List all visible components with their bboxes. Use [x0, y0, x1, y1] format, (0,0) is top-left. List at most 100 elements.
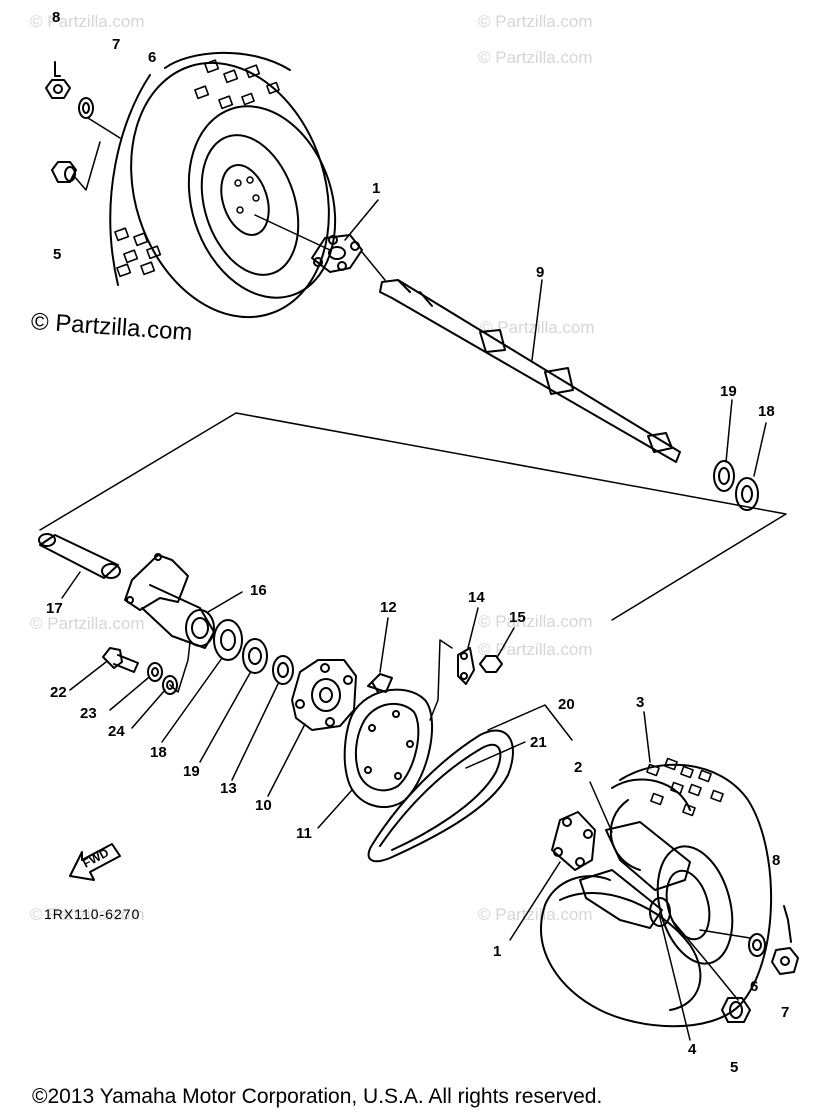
callout-8: 8 — [772, 852, 781, 869]
callout-19: 19 — [720, 383, 737, 400]
callout-18: 18 — [758, 403, 775, 420]
leader-line — [509, 861, 561, 941]
leader-line — [429, 639, 453, 721]
rear-axle-9 — [379, 279, 681, 463]
leader-line — [643, 711, 651, 763]
lug-nut-5-top — [51, 161, 77, 183]
callout-1: 1 — [372, 180, 381, 197]
watermark: © Partzilla.com — [480, 318, 595, 337]
callout-3: 3 — [636, 694, 645, 711]
axle-housing-16 — [124, 553, 215, 649]
washer-23 — [147, 662, 163, 682]
leader-line — [487, 704, 573, 741]
callout-8: 8 — [52, 9, 61, 26]
left-wheel-tire — [109, 51, 337, 319]
lug-nut-5-bottom — [721, 997, 751, 1023]
leader-line — [379, 617, 389, 673]
callout-11: 11 — [296, 825, 312, 842]
sprocket-hub-10 — [291, 659, 357, 731]
watermark: © Partzilla.com — [30, 12, 145, 31]
leader-line — [725, 399, 733, 463]
callout-14: 14 — [468, 589, 485, 606]
callout-10: 10 — [255, 797, 272, 814]
watermark: © Partzilla.com — [478, 12, 593, 31]
wheel-hub-1-top — [311, 234, 363, 273]
leader-line — [69, 641, 191, 729]
drive-chain-20 — [367, 729, 514, 863]
callout-15: 15 — [509, 609, 526, 626]
spacer-tube-17 — [38, 533, 121, 579]
watermark: © Partzilla.com — [478, 640, 593, 659]
callout-24: 24 — [108, 723, 125, 740]
leader-line — [317, 789, 353, 829]
oil-seal-19-mid — [242, 638, 268, 674]
leader-line — [267, 723, 306, 797]
group-bracket — [39, 412, 787, 621]
callout-21: 21 — [530, 734, 547, 751]
copyright-notice: ©2013 Yamaha Motor Corporation, U.S.A. A… — [32, 1085, 603, 1108]
oil-seal-19-top — [713, 460, 735, 492]
leader-line — [589, 781, 613, 833]
leader-line — [61, 571, 81, 599]
callout-17: 17 — [46, 600, 63, 617]
leader-line — [199, 672, 251, 763]
hub-nut-8-top — [54, 61, 61, 77]
callout-22: 22 — [50, 684, 67, 701]
bearing-18-top — [735, 477, 759, 511]
leader-line — [231, 683, 279, 781]
callout-5: 5 — [53, 246, 62, 263]
leader-line — [254, 199, 386, 281]
watermark: © Partzilla.com — [30, 905, 145, 924]
callout-6: 6 — [148, 49, 157, 66]
wheel-hub-1-bottom — [551, 811, 596, 871]
bolt-22 — [102, 647, 139, 673]
leader-line — [161, 657, 223, 743]
bolt-12 — [367, 673, 393, 693]
callout-7: 7 — [781, 1004, 790, 1021]
fwd-arrow-icon — [69, 843, 121, 881]
callout-4: 4 — [688, 1041, 697, 1058]
callout-18: 18 — [150, 744, 167, 761]
watermark: © Partzilla.com — [478, 905, 593, 924]
hub-nut-8-bottom — [783, 905, 792, 943]
callout-16: 16 — [250, 582, 267, 599]
callout-12: 12 — [380, 599, 397, 616]
nut-15 — [479, 655, 503, 673]
sprocket-11 — [343, 688, 433, 809]
washer-6-top — [78, 97, 94, 119]
tire-tread-blocks — [114, 59, 280, 278]
washer-6-bottom — [748, 933, 766, 957]
watermark: © Partzilla.com — [478, 612, 593, 631]
bearing-18-mid — [213, 619, 243, 661]
callout-6: 6 — [750, 978, 759, 995]
callout-13: 13 — [220, 780, 237, 797]
washer-24 — [162, 675, 178, 695]
collar-13 — [272, 655, 294, 685]
right-wheel-tire — [540, 757, 772, 1028]
tire-tread-blocks — [646, 757, 724, 817]
callout-2: 2 — [574, 759, 583, 776]
callout-23: 23 — [80, 705, 97, 722]
leader-line — [497, 627, 515, 657]
callout-19: 19 — [183, 763, 200, 780]
callout-1: 1 — [493, 943, 502, 960]
watermark: © Partzilla.com — [30, 614, 145, 633]
wheel-stud-holes — [234, 176, 260, 214]
leader-line — [467, 607, 479, 649]
leader-line — [207, 591, 243, 613]
castle-nut-7-bottom — [771, 947, 799, 975]
callout-9: 9 — [536, 264, 545, 281]
castle-nut-7-top — [45, 79, 71, 99]
housing-2 — [579, 821, 691, 929]
chain-joint-14 — [457, 647, 475, 685]
leader-line — [753, 422, 767, 477]
callout-7: 7 — [112, 36, 121, 53]
callout-20: 20 — [558, 696, 575, 713]
leader-line — [73, 117, 121, 191]
diagram-code: 1RX110-6270 — [44, 906, 141, 922]
leader-line — [465, 741, 526, 769]
callout-5: 5 — [730, 1059, 739, 1076]
leader-line — [659, 917, 751, 1041]
